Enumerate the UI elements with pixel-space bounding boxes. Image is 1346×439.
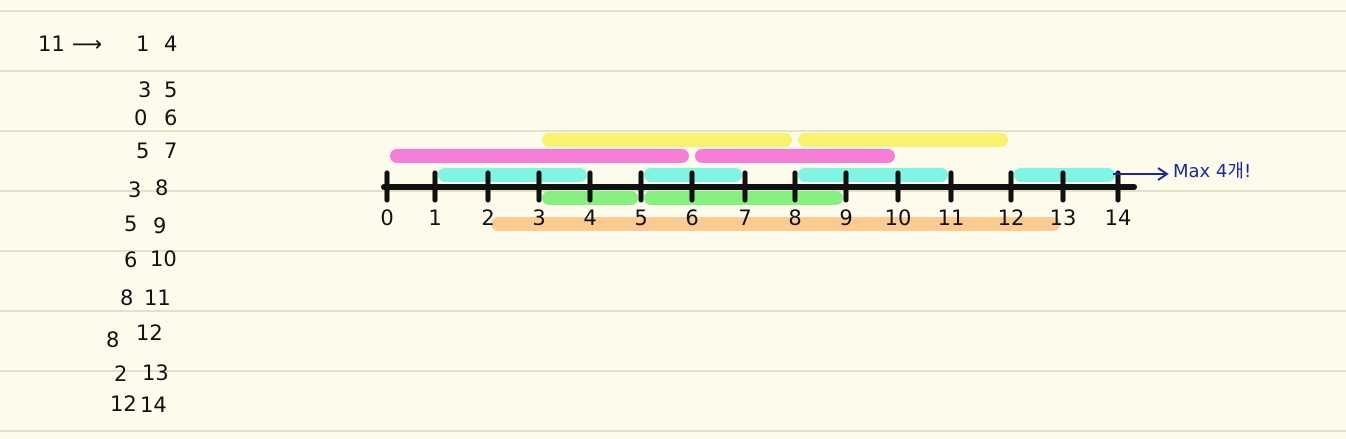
ruled-line (0, 250, 1346, 252)
interval-end: 10 (150, 247, 177, 271)
interval-bar (542, 133, 792, 147)
interval-start: 12 (110, 392, 137, 416)
axis-tick-label: 7 (738, 206, 751, 230)
axis-tick-label: 11 (938, 206, 965, 230)
interval-end: 12 (136, 321, 163, 345)
interval-end: 6 (164, 106, 178, 130)
interval-end: 7 (164, 139, 178, 163)
interval-start: 8 (120, 286, 134, 310)
interval-bar (798, 168, 948, 182)
axis-tick-label: 1 (428, 206, 441, 230)
interval-end: 5 (164, 78, 178, 102)
interval-start: 3 (128, 178, 142, 202)
interval-bar (491, 217, 1060, 231)
axis-tick-label: 4 (583, 206, 596, 230)
ruled-line (0, 370, 1346, 372)
ruled-line (0, 10, 1346, 12)
interval-bar (438, 168, 587, 182)
interval-end: 14 (140, 393, 167, 417)
arrow-right-icon: ⟶ (72, 32, 103, 56)
axis-tick-label: 12 (998, 206, 1025, 230)
interval-start: 3 (138, 78, 152, 102)
interval-bar (695, 149, 895, 163)
axis-tick-label: 13 (1050, 206, 1077, 230)
axis-tick-label: 14 (1105, 206, 1132, 230)
ruled-line (0, 430, 1346, 432)
axis-tick-label: 9 (839, 206, 852, 230)
ruled-line (0, 130, 1346, 132)
axis-tick-label: 5 (634, 206, 647, 230)
axis-tick-label: 6 (685, 206, 698, 230)
interval-start: 8 (106, 328, 120, 352)
interval-end: 8 (155, 176, 169, 200)
interval-end: 13 (142, 361, 169, 385)
interval-count: 11 (38, 32, 65, 56)
interval-end: 9 (153, 214, 167, 238)
arrow-head-icon (1157, 167, 1169, 181)
axis-tick-label: 3 (532, 206, 545, 230)
interval-bar (798, 133, 1008, 147)
axis-tick-label: 2 (481, 206, 494, 230)
interval-start: 2 (114, 362, 128, 386)
interval-start: 1 (136, 32, 150, 56)
interval-start: 0 (134, 106, 148, 130)
axis-tick-label: 10 (885, 206, 912, 230)
interval-bar (390, 149, 689, 163)
ruled-line (0, 310, 1346, 312)
interval-end: 11 (144, 286, 171, 310)
axis-tick-label: 8 (788, 206, 801, 230)
max-annotation: Max 4개! (1173, 161, 1252, 182)
ruled-line (0, 70, 1346, 72)
axis-tick-label: 0 (380, 206, 393, 230)
interval-start: 6 (124, 248, 138, 272)
interval-start: 5 (136, 139, 150, 163)
interval-end: 4 (164, 32, 178, 56)
interval-start: 5 (124, 212, 138, 236)
